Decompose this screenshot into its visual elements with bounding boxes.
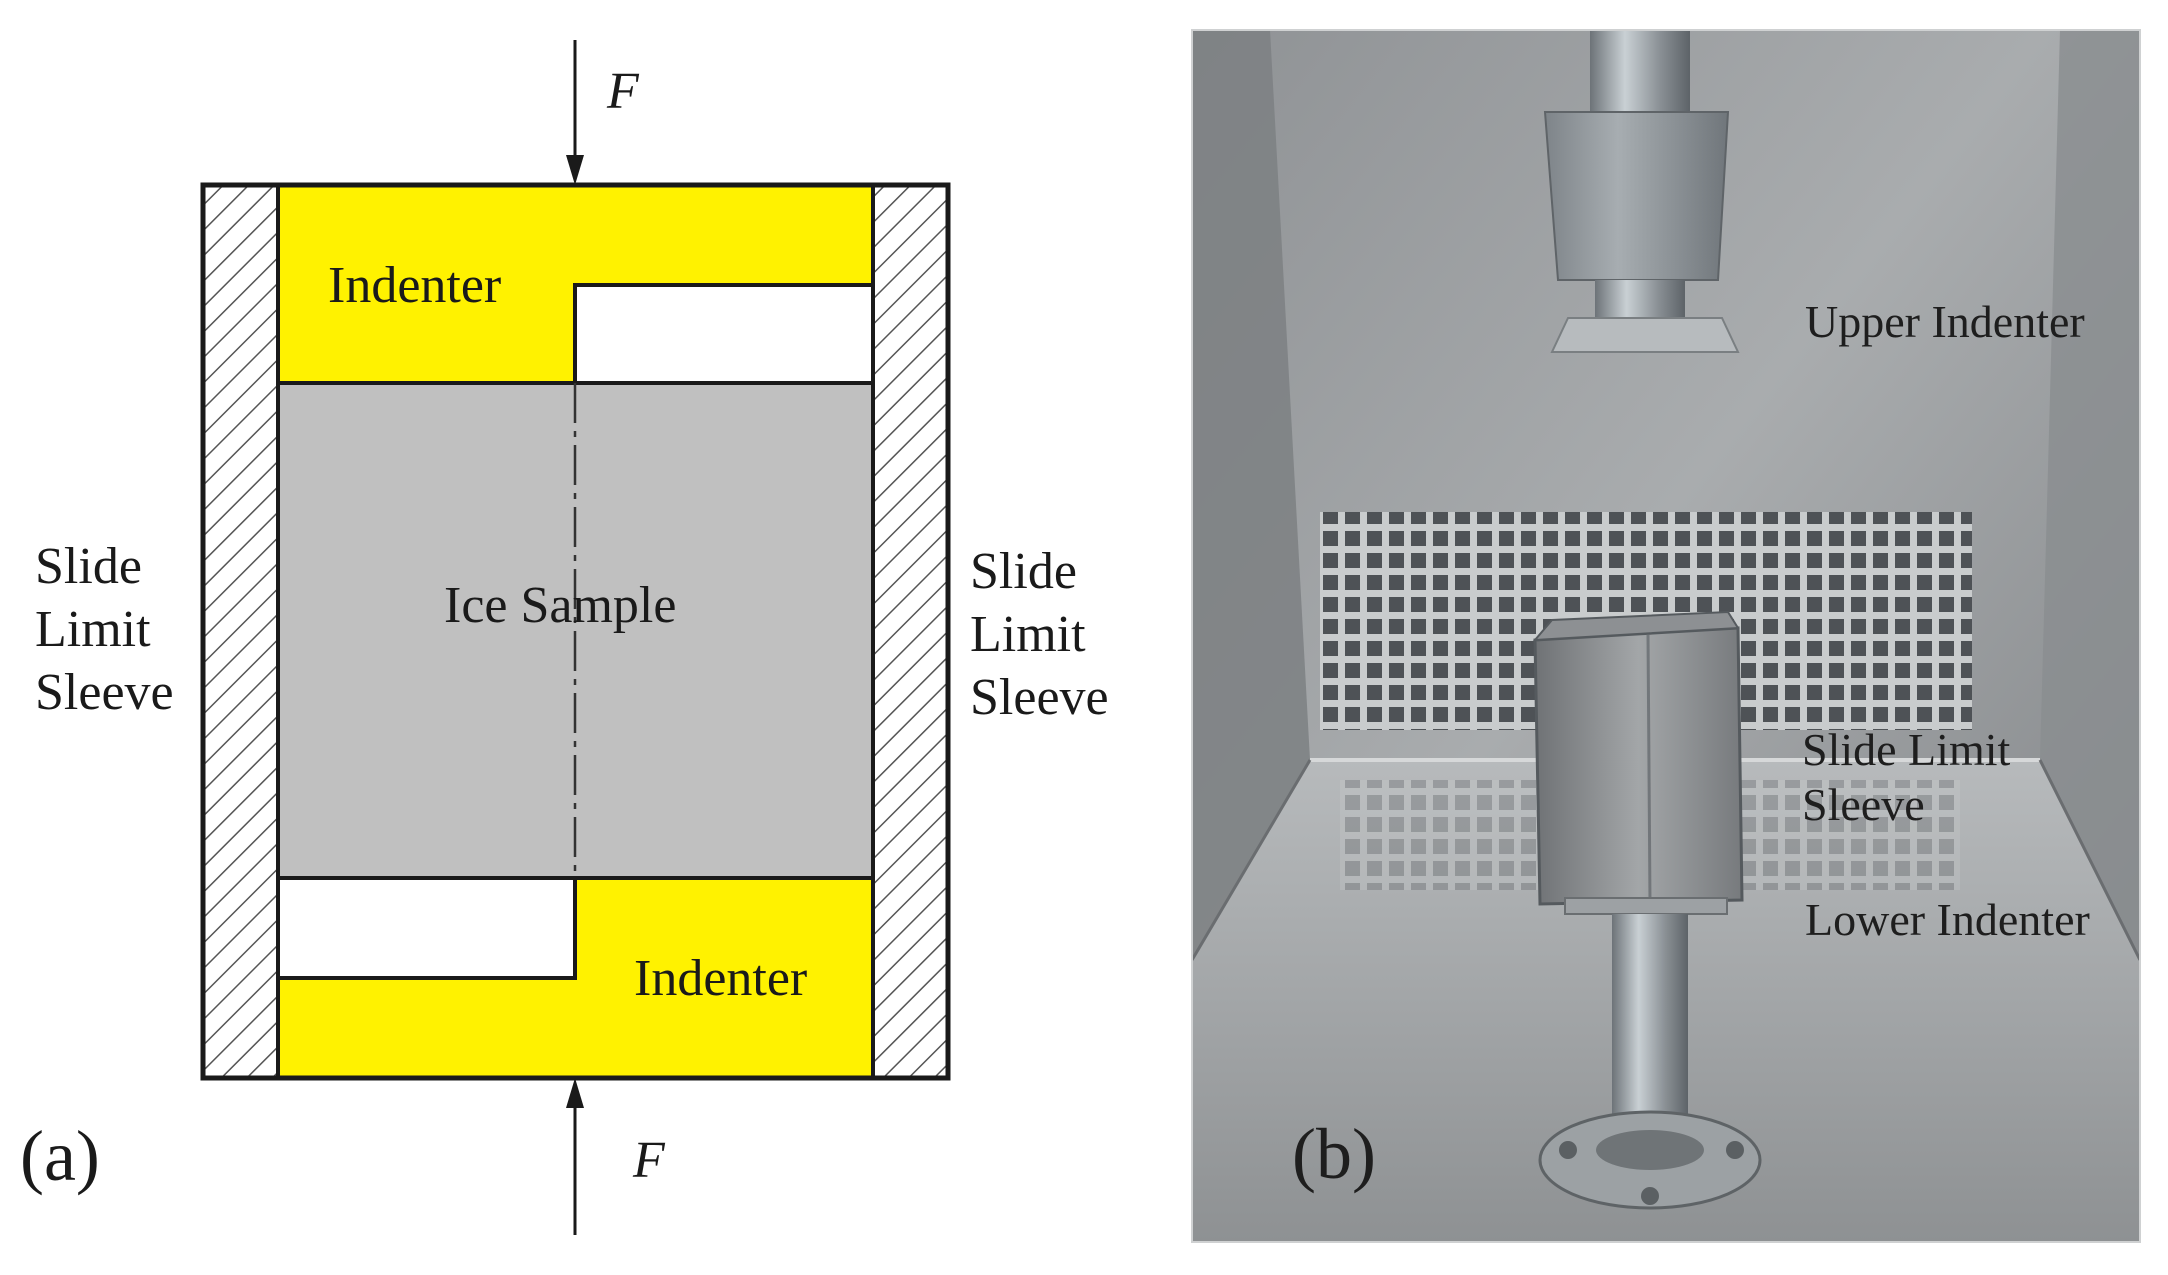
sleeve-label-left-3: Sleeve xyxy=(35,664,174,721)
sleeve-label-right-1: Slide xyxy=(970,543,1077,600)
sleeve-label-left-2: Limit xyxy=(35,601,151,658)
panel-a-diagram: F F Indenter Indenter Ice Sample Slide L… xyxy=(20,40,1109,1235)
sleeve-label-right-2: Limit xyxy=(970,606,1086,663)
lower-indenter-label: Lower Indenter xyxy=(1805,894,2090,945)
outer-frame xyxy=(200,182,951,1081)
ice-sample-label: Ice Sample xyxy=(444,577,676,634)
sleeve-label-2: Sleeve xyxy=(1802,779,1925,830)
top-gap xyxy=(573,283,875,385)
sleeve-label-1: Slide Limit xyxy=(1802,724,2011,775)
indenter-label-top: Indenter xyxy=(328,257,501,314)
bottom-gap xyxy=(276,876,577,980)
indenter-label-bottom: Indenter xyxy=(634,950,807,1007)
panel-b-tag: (b) xyxy=(1292,1114,1376,1194)
force-label-top: F xyxy=(606,63,640,120)
upper-indenter-plate xyxy=(1550,317,1740,353)
chamber-right-wall xyxy=(2040,30,2140,960)
chamber-left-wall xyxy=(1192,30,1310,960)
panel-a-tag: (a) xyxy=(20,1116,100,1196)
sleeve-label-right-3: Sleeve xyxy=(970,669,1109,726)
sleeve-box xyxy=(1533,626,1744,906)
force-arrow-bottom-head xyxy=(566,1078,584,1108)
upper-indenter-cup xyxy=(1543,111,1730,281)
upper-indenter-label: Upper Indenter xyxy=(1805,296,2085,347)
left-sleeve-wall xyxy=(201,183,280,1080)
force-label-bottom: F xyxy=(632,1132,666,1189)
panel-b-photo: Upper Indenter Slide Limit Sleeve Lower … xyxy=(1191,29,2141,1243)
sleeve-label-left-1: Slide xyxy=(35,538,142,595)
right-sleeve-wall xyxy=(871,183,950,1080)
force-arrow-top-head xyxy=(566,155,584,185)
